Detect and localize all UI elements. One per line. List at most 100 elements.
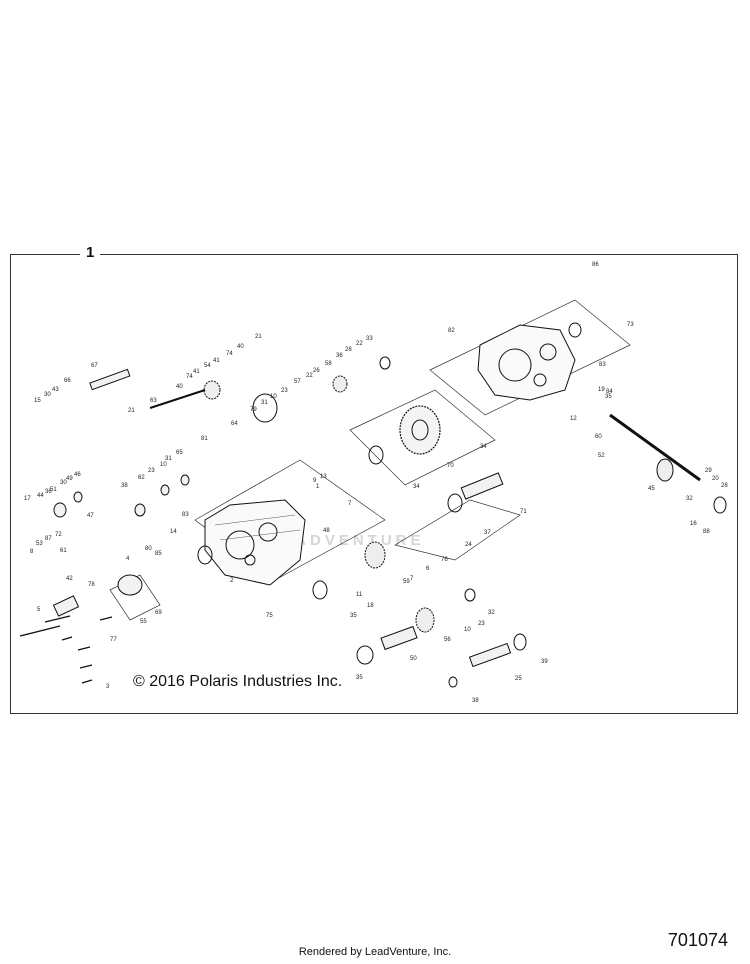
svg-text:74: 74 (226, 351, 233, 357)
svg-text:60: 60 (595, 434, 602, 440)
svg-text:75: 75 (266, 613, 273, 619)
svg-text:30: 30 (60, 480, 67, 486)
svg-text:23: 23 (148, 468, 155, 474)
svg-text:62: 62 (138, 475, 145, 481)
svg-text:33: 33 (366, 336, 373, 342)
svg-text:64: 64 (231, 421, 238, 427)
svg-text:61: 61 (60, 548, 67, 554)
svg-text:29: 29 (705, 468, 712, 474)
svg-text:17: 17 (24, 496, 31, 502)
svg-text:81: 81 (201, 436, 208, 442)
svg-text:51: 51 (50, 487, 57, 493)
svg-text:1: 1 (316, 484, 320, 490)
assembly-number: 1 (80, 244, 101, 261)
svg-text:24: 24 (465, 542, 472, 548)
svg-text:79: 79 (250, 407, 257, 413)
svg-text:74: 74 (186, 374, 193, 380)
svg-text:65: 65 (176, 450, 183, 456)
svg-text:76: 76 (441, 557, 448, 563)
svg-text:47: 47 (87, 513, 94, 519)
svg-text:7: 7 (410, 576, 414, 582)
svg-text:35: 35 (350, 613, 357, 619)
svg-text:5: 5 (37, 607, 41, 613)
svg-text:84: 84 (606, 389, 613, 395)
svg-text:22: 22 (356, 341, 363, 347)
svg-text:2: 2 (230, 578, 234, 584)
svg-text:6: 6 (426, 566, 430, 572)
shift-parts (52, 322, 727, 688)
svg-text:55: 55 (140, 619, 147, 625)
svg-text:87: 87 (45, 536, 52, 542)
svg-text:34: 34 (413, 484, 420, 490)
gear-cluster (203, 375, 435, 633)
svg-text:50: 50 (410, 656, 417, 662)
svg-text:8: 8 (30, 549, 34, 555)
svg-text:43: 43 (52, 387, 59, 393)
copyright-notice: © 2016 Polaris Industries Inc. (133, 673, 343, 690)
svg-text:23: 23 (478, 621, 485, 627)
svg-text:21: 21 (255, 334, 262, 340)
svg-text:28: 28 (345, 347, 352, 353)
svg-text:35: 35 (605, 394, 612, 400)
svg-text:39: 39 (541, 659, 548, 665)
svg-text:85: 85 (155, 551, 162, 557)
diagram-id: 701074 (667, 930, 728, 950)
svg-text:38: 38 (121, 483, 128, 489)
svg-text:16: 16 (690, 521, 697, 527)
transmission-case-left (204, 499, 306, 586)
svg-text:36: 36 (336, 353, 343, 359)
svg-text:57: 57 (294, 379, 301, 385)
svg-text:42: 42 (66, 576, 73, 582)
svg-text:53: 53 (36, 541, 43, 547)
svg-text:19: 19 (598, 387, 605, 393)
svg-text:31: 31 (261, 400, 268, 406)
svg-text:9: 9 (313, 478, 317, 484)
svg-text:66: 66 (64, 378, 71, 384)
svg-text:10: 10 (270, 394, 277, 400)
svg-text:7: 7 (348, 501, 352, 507)
watermark: LEADVENTURE (268, 532, 425, 549)
svg-text:12: 12 (570, 416, 577, 422)
gear-group-box (349, 389, 496, 486)
svg-text:45: 45 (648, 486, 655, 492)
svg-text:10: 10 (160, 462, 167, 468)
svg-text:18: 18 (367, 603, 374, 609)
svg-text:83: 83 (182, 512, 189, 518)
svg-text:48: 48 (323, 528, 330, 534)
shaft-group-box (394, 499, 521, 561)
svg-text:70: 70 (447, 463, 454, 469)
svg-text:52: 52 (598, 453, 605, 459)
svg-text:72: 72 (55, 532, 62, 538)
housing-group-box (429, 299, 631, 416)
svg-text:28: 28 (721, 483, 728, 489)
svg-text:11: 11 (356, 592, 363, 598)
svg-text:71: 71 (520, 509, 527, 515)
svg-text:32: 32 (686, 496, 693, 502)
svg-text:26: 26 (313, 368, 320, 374)
svg-text:69: 69 (155, 610, 162, 616)
svg-text:23: 23 (281, 388, 288, 394)
svg-text:59: 59 (403, 579, 410, 585)
svg-text:38: 38 (472, 698, 479, 704)
svg-text:20: 20 (712, 476, 719, 482)
svg-text:31: 31 (165, 456, 172, 462)
svg-text:37: 37 (484, 530, 491, 536)
svg-text:63: 63 (150, 398, 157, 404)
ring-gear (399, 405, 441, 455)
svg-text:73: 73 (627, 322, 634, 328)
svg-text:83: 83 (599, 362, 606, 368)
svg-text:21: 21 (128, 408, 135, 414)
svg-text:56: 56 (444, 637, 451, 643)
svg-text:88: 88 (703, 529, 710, 535)
svg-text:78: 78 (88, 582, 95, 588)
svg-text:44: 44 (37, 493, 44, 499)
svg-text:13: 13 (320, 474, 327, 480)
svg-text:77: 77 (110, 637, 117, 643)
svg-text:49: 49 (66, 476, 73, 482)
svg-text:58: 58 (325, 361, 332, 367)
svg-text:40: 40 (176, 384, 183, 390)
svg-text:40: 40 (237, 344, 244, 350)
